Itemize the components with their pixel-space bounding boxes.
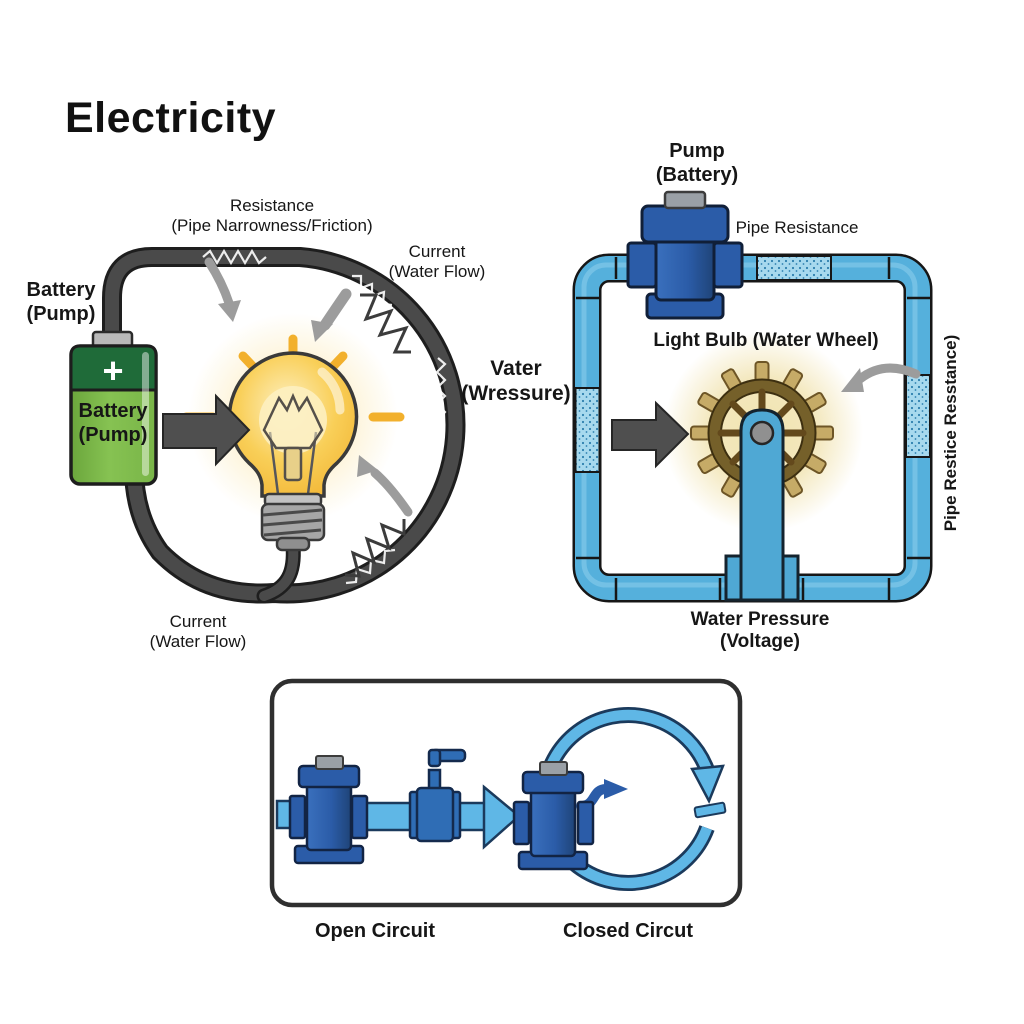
water-circuit-illustration <box>572 190 933 603</box>
resistance-label-line1: Resistance <box>229 196 315 215</box>
battery-inner-line1: Battery <box>78 400 148 422</box>
pump-icon <box>288 755 369 865</box>
pipe-resistance-side-label: Pipe Restice Resstance) <box>941 334 960 532</box>
battery-plus-sign: + <box>102 350 124 391</box>
open-circuit-label: Open Circuit <box>314 920 436 942</box>
resistor-zigzag-icon <box>344 293 411 578</box>
valve-icon <box>408 748 467 843</box>
open-closed-circuit-panel <box>269 678 743 908</box>
pipe-resistance-section <box>905 374 931 458</box>
battery-inner-label: Battery (Pump) <box>79 400 148 447</box>
battery-inner-line2: (Pump) <box>78 423 148 446</box>
flow-arrow-icon <box>611 400 690 469</box>
voltage-line1: Vater <box>490 357 542 380</box>
page-title: Electricity <box>65 94 277 142</box>
closed-circuit-illustration <box>512 707 727 891</box>
current-top-label: Current (Water Flow) <box>389 242 486 282</box>
outlet-arrowhead-icon <box>604 779 628 799</box>
battery-outer-label: Battery (Pump) <box>27 279 96 326</box>
water-flow-arrow-icon <box>482 784 521 850</box>
pump-label-line1: Pump <box>669 140 725 162</box>
pointer-arrow-icon <box>841 363 921 392</box>
current-top-line1: Current <box>408 242 466 261</box>
pump-icon <box>626 190 744 320</box>
pump-label-line2: (Battery) <box>655 163 739 186</box>
wire-loop <box>102 247 466 604</box>
open-circuit-illustration <box>275 748 521 865</box>
water-pressure-line1: Water Pressure <box>690 609 830 630</box>
current-bottom-label: Current (Water Flow) <box>150 612 247 652</box>
electric-circuit-illustration <box>69 247 466 604</box>
flow-arrow-icon <box>162 393 251 467</box>
resistance-label-line2: (Pipe Narrowness/Friction) <box>171 216 373 236</box>
battery-outer-line2: (Pump) <box>26 302 96 325</box>
current-bottom-line1: Current <box>169 612 227 631</box>
current-bottom-line2: (Water Flow) <box>149 632 247 652</box>
battery-outer-line1: Battery <box>26 279 96 301</box>
pump-icon <box>512 761 595 871</box>
pipe-resistance-section <box>574 387 601 473</box>
wheel-axle-icon <box>749 420 775 446</box>
loop-gap-segment <box>693 801 727 819</box>
water-pressure-label: Water Pressure (Voltage) <box>691 609 830 654</box>
current-top-line2: (Water Flow) <box>388 262 486 282</box>
water-pressure-line2: (Voltage) <box>720 631 800 653</box>
pipe-resistance-section <box>756 255 832 281</box>
pump-label: Pump (Battery) <box>656 140 738 187</box>
resistance-label: Resistance (Pipe Narrowness/Friction) <box>171 196 372 236</box>
wheel-stand <box>724 408 800 602</box>
loop-arrowhead-icon <box>690 764 725 804</box>
pipe-resistance-top-label: Pipe Resistance <box>735 218 859 237</box>
pointer-arrow-icons <box>204 257 413 517</box>
closed-circuit-label: Closed Circut <box>562 920 694 942</box>
voltage-line2: (Wressure) <box>461 381 571 405</box>
voltage-label: Vater (Wressure) <box>461 357 570 407</box>
panel-border <box>269 678 743 908</box>
light-bulb-icon <box>227 351 359 552</box>
water-wheel-label: Light Bulb (Water Wheel) <box>653 330 879 351</box>
battery-icon <box>69 330 158 486</box>
